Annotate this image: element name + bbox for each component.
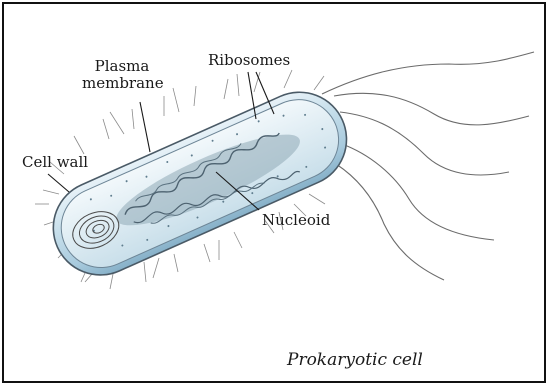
cell-wall-leader bbox=[48, 174, 69, 192]
cell-wall-label: Cell wall bbox=[22, 154, 88, 171]
plasma-membrane-label: Plasma membrane bbox=[82, 58, 162, 92]
ribosomes-label: Ribosomes bbox=[208, 52, 290, 69]
flagella bbox=[322, 52, 534, 280]
plasma-membrane-leader bbox=[140, 102, 150, 152]
cell-body bbox=[38, 77, 361, 290]
figure-caption: Prokaryotic cell bbox=[287, 350, 423, 370]
plasma-membrane-label-line2: membrane bbox=[82, 75, 162, 92]
plasma-membrane-label-line1: Plasma bbox=[82, 58, 162, 75]
nucleoid-label: Nucleoid bbox=[262, 212, 330, 229]
